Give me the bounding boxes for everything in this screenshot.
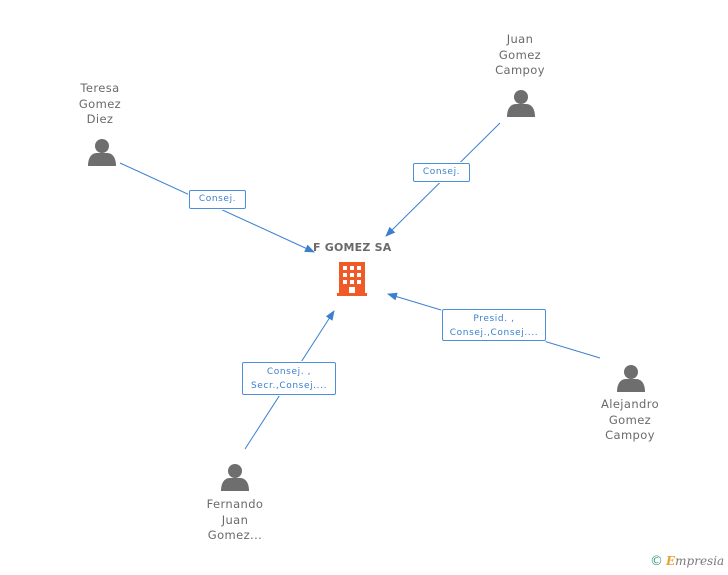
building-icon[interactable] [337, 262, 367, 296]
person-icon[interactable] [88, 139, 116, 166]
edge-label-line: Secr.,Consej.... [250, 381, 328, 391]
edge-label-teresa[interactable]: Consej. [189, 190, 246, 209]
person-name-line: Diez [86, 112, 114, 126]
edge-label-line: Presid. , [473, 314, 515, 324]
brand-logo-initial: E [666, 554, 676, 568]
person-name-line: Gomez [498, 47, 542, 62]
person-name-line: Alejandro [600, 397, 660, 411]
person-name-fernando[interactable]: Fernando Juan Gomez... [195, 497, 275, 544]
person-icon[interactable] [221, 464, 249, 491]
person-name-line: Fernando [206, 497, 264, 511]
person-name-line: Gomez [78, 96, 122, 111]
edge-label-alejandro[interactable]: Presid. , Consej.,Consej.... [442, 309, 546, 341]
person-name-teresa[interactable]: Teresa Gomez Diez [68, 81, 132, 128]
brand-logo: Empresia [666, 554, 724, 568]
person-icon[interactable] [617, 365, 645, 392]
edge-label-line: Consej. , [266, 367, 312, 377]
person-icon[interactable] [507, 90, 535, 117]
person-name-line: Juan [221, 512, 249, 527]
company-name[interactable]: F GOMEZ SA [313, 241, 392, 254]
person-name-line: Gomez [608, 412, 652, 427]
copyright-icon: © [650, 554, 663, 569]
edge-label-fernando[interactable]: Consej. , Secr.,Consej.... [242, 362, 336, 395]
edge-label-line: Consej. [198, 194, 237, 204]
brand-footer: ©Empresia [650, 554, 724, 569]
person-name-line: Gomez... [207, 528, 263, 542]
person-name-alejandro[interactable]: Alejandro Gomez Campoy [592, 397, 668, 444]
brand-logo-text: mpresia [675, 554, 725, 568]
edge-label-line: Consej. [422, 167, 461, 177]
person-name-line: Campoy [495, 63, 545, 77]
person-name-juan[interactable]: Juan Gomez Campoy [485, 32, 555, 79]
person-name-line: Juan [506, 32, 534, 46]
edge-label-juan[interactable]: Consej. [413, 163, 470, 182]
person-name-line: Campoy [605, 428, 655, 442]
edge-label-line: Consej.,Consej.... [449, 328, 539, 338]
person-name-line: Teresa [80, 81, 120, 95]
